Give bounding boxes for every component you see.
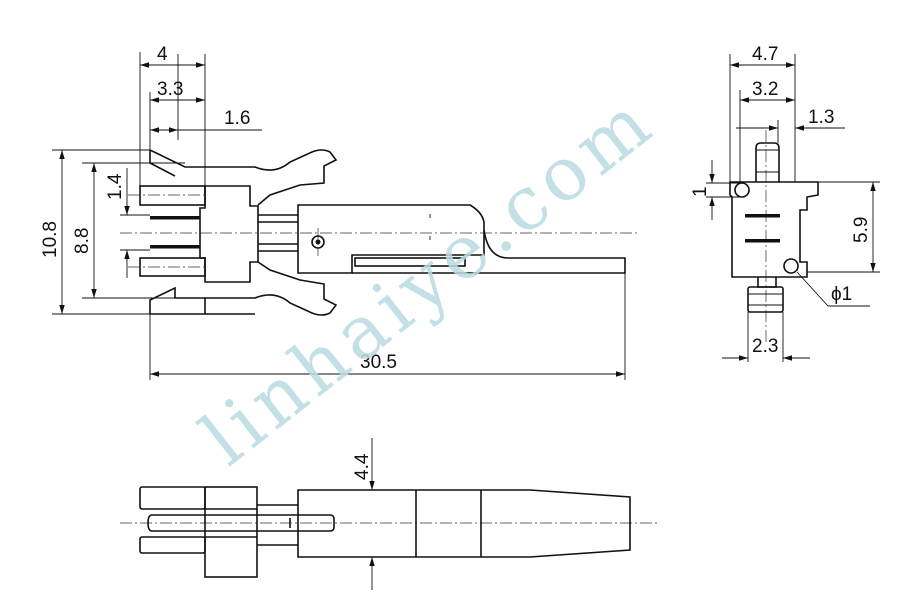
dim-side-width-total: 4.7 [752,44,778,65]
dim-front-height-total: 10.8 [40,221,61,258]
front-upper-pin [139,185,206,206]
dim-side-height: 5.9 [851,217,872,243]
dim-overall-length: 30.5 [360,352,397,373]
dim-bottom-height: 4.4 [352,453,373,480]
dim-front-pin-gap: 1.4 [105,173,126,200]
dim-side-width-small: 1.3 [808,107,834,128]
front-view: 4 3.3 1.6 10.8 8.8 1.4 30.5 [40,44,640,380]
dim-side-hole-offset: 1 [690,186,711,197]
side-hole-top [734,182,750,198]
bottom-view: 4.4 [120,438,660,590]
dim-front-height-inner: 8.8 [72,228,93,254]
front-housing [199,185,259,283]
side-hole-bottom [783,258,799,274]
front-lower-clip [149,261,338,316]
side-view: 4.7 3.2 1.3 1 5.9 ϕ1 2.3 [690,44,880,362]
dim-front-width-mid: 3.3 [157,79,183,100]
front-lever [352,229,626,274]
front-lever-slot [354,257,466,267]
dim-side-pin-width: 2.3 [752,336,778,357]
bottom-rod [147,514,335,532]
dim-front-width-total: 4 [157,44,168,65]
side-top-stem [755,142,780,182]
bottom-body [297,489,631,558]
bottom-housing [204,486,258,578]
front-actuator-body [297,204,485,274]
dim-side-hole-diameter: ϕ1 [831,284,852,305]
dim-side-width-mid: 3.2 [752,79,778,100]
front-upper-clip [149,149,338,206]
watermark: linhaiye.com [186,77,671,482]
dim-front-width-small: 1.6 [224,108,250,129]
side-bottom-pin [747,286,784,313]
